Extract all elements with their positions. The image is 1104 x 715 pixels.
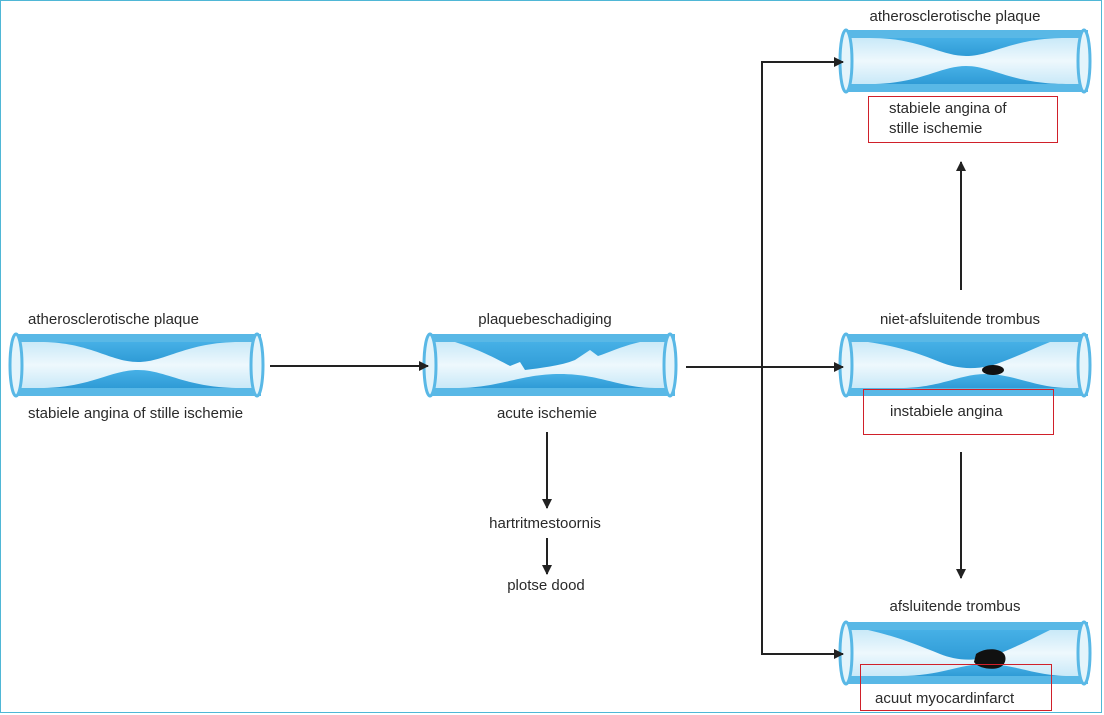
highlight-box-myocardial-infarction [860, 664, 1052, 711]
thrombus-small [982, 365, 1004, 375]
flow-arrows [270, 57, 966, 659]
top-right-caption-line-2: stille ischemie [889, 120, 983, 137]
arrow-to-top-right [761, 57, 844, 367]
mid-vessel-title: plaquebeschadiging [478, 311, 612, 328]
arrhythmia-label: hartritmestoornis [489, 515, 601, 532]
top-right-caption-line-1: stabiele angina of [889, 100, 1007, 117]
highlight-box-unstable-angina [863, 389, 1054, 435]
vessel-non-occluding-thrombus [838, 332, 1092, 398]
vessel-plaque-damage [422, 332, 678, 398]
left-vessel-title: atherosclerotische plaque [28, 311, 199, 328]
left-vessel-caption: stabiele angina of stille ischemie [28, 405, 244, 422]
bottom-right-vessel-title: afsluitende trombus [889, 598, 1021, 615]
vessel-stable-plaque-left [8, 332, 265, 398]
mid-vessel-caption: acute ischemie [496, 405, 598, 422]
top-right-vessel-title: atherosclerotische plaque [869, 8, 1041, 25]
bottom-right-caption: acuut myocardinfarct [875, 690, 1015, 707]
thrombus-large [974, 649, 1006, 669]
mid-right-vessel-title: niet-afsluitende trombus [879, 311, 1041, 328]
highlight-box-stable-angina [868, 96, 1058, 143]
vessel-stable-plaque-right [838, 28, 1092, 94]
sudden-death-label: plotse dood [507, 577, 585, 594]
arrow-to-bottom-right [761, 367, 844, 659]
vessel-occluding-thrombus [838, 620, 1092, 686]
mid-right-caption: instabiele angina [890, 403, 1003, 420]
